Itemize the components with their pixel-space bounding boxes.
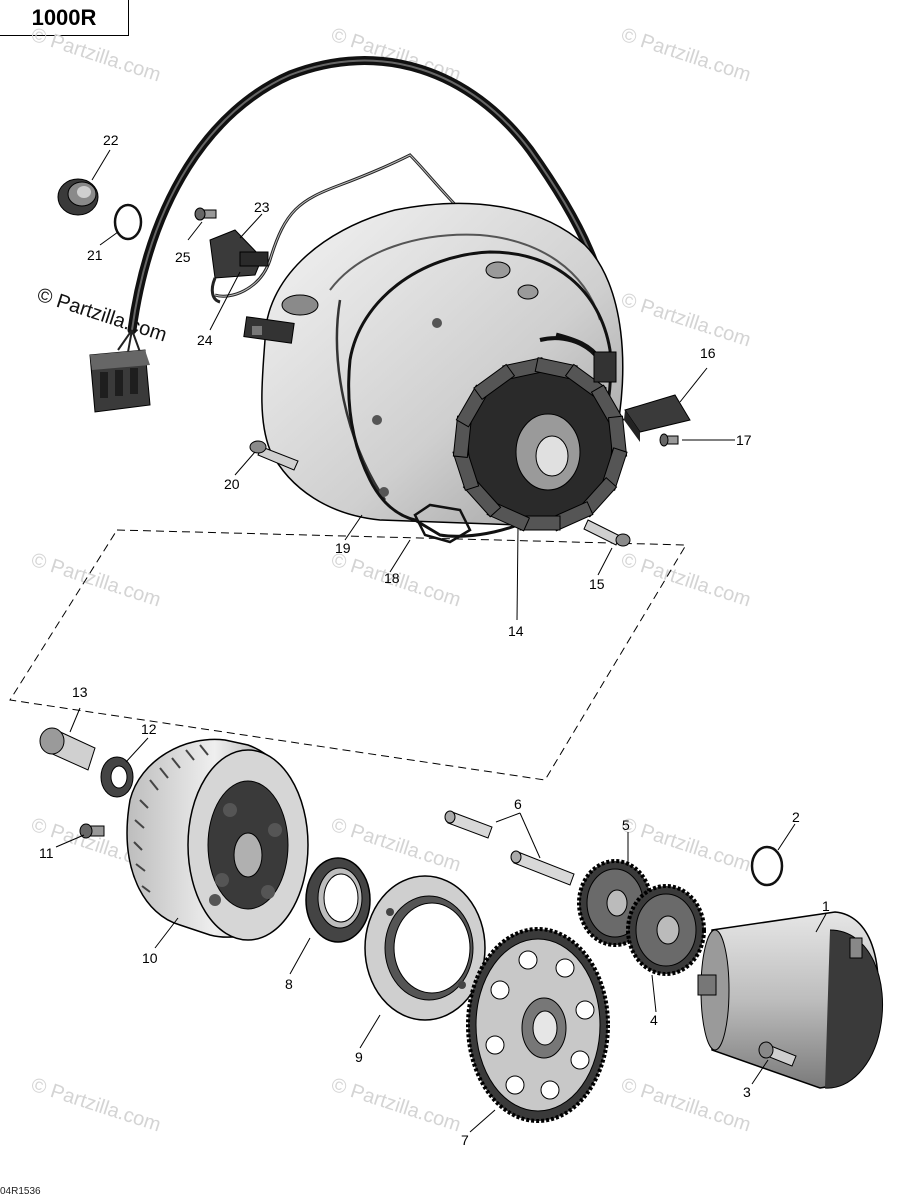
callout-8: 8: [285, 976, 293, 992]
callout-5: 5: [622, 817, 630, 833]
callout-9: 9: [355, 1049, 363, 1065]
callout-11: 11: [39, 845, 54, 861]
intermediate-gear-4: [626, 884, 706, 976]
bolt-15: [583, 519, 631, 547]
callout-22: 22: [103, 132, 119, 148]
callout-10: 10: [142, 950, 158, 966]
flywheel-bolt: [39, 727, 96, 771]
callout-19: 19: [335, 540, 351, 556]
harness-connector: [89, 349, 151, 413]
callout-3: 3: [743, 1084, 751, 1100]
bolt-20: [249, 440, 299, 471]
speed-sensor: [209, 229, 269, 304]
o-ring-21: [113, 203, 143, 241]
callout-25: 25: [175, 249, 191, 265]
flywheel-rotor: [126, 738, 309, 941]
callout-13: 13: [72, 684, 88, 700]
stator: [452, 357, 628, 532]
screw-17: [659, 433, 679, 447]
sprag-clutch-ring: [305, 857, 371, 943]
callout-4: 4: [650, 1012, 658, 1028]
callout-1: 1: [822, 898, 830, 914]
sensor-connector: [243, 316, 295, 344]
sensor-wire-highlight: [214, 154, 471, 297]
callout-20: 20: [224, 476, 240, 492]
callout-24: 24: [197, 332, 213, 348]
watermark: © Partzilla.com: [34, 284, 169, 347]
gasket-tab: [413, 503, 472, 544]
wiring-harness-highlight: [131, 59, 613, 351]
watermark: © Partzilla.com: [28, 1074, 163, 1137]
callout-7: 7: [461, 1132, 469, 1148]
callout-18: 18: [384, 570, 400, 586]
assembly-dashed-outline: [9, 529, 687, 781]
gear-pins: [444, 810, 575, 886]
figure-id: 04R1536: [0, 1186, 41, 1197]
callout-15: 15: [589, 576, 605, 592]
retaining-plate-face: [624, 410, 640, 442]
harness-lead-wires: [117, 329, 141, 353]
starter-motor: [697, 911, 884, 1089]
watermark: © Partzilla.com: [28, 549, 163, 612]
watermark: © Partzilla.com: [28, 24, 163, 87]
callout-12: 12: [141, 721, 157, 737]
watermark: © Partzilla.com: [618, 24, 753, 87]
watermark: © Partzilla.com: [618, 549, 753, 612]
watermark: © Partzilla.com: [618, 1074, 753, 1137]
stator-grommet: [593, 351, 617, 383]
callout-2: 2: [792, 809, 800, 825]
model-label: 1000R: [0, 0, 129, 36]
callout-23: 23: [254, 199, 270, 215]
watermark: © Partzilla.com: [618, 289, 753, 352]
callout-labels: 1 2 3 4 5 6 7 8 9 10 11 12 13 14 15 16 1…: [39, 132, 830, 1148]
washer-12: [100, 756, 134, 798]
bearing-plate: [364, 875, 486, 1021]
screw-25: [194, 207, 217, 221]
callout-21: 21: [87, 247, 103, 263]
screw-11: [79, 823, 105, 839]
callout-6: 6: [514, 796, 522, 812]
callout-14: 14: [508, 623, 524, 639]
callout-16: 16: [700, 345, 716, 361]
watermark: © Partzilla.com: [618, 814, 753, 877]
screw-3: [758, 1041, 797, 1067]
leader-lines: [55, 149, 827, 1133]
watermark: © Partzilla.com: [328, 1074, 463, 1137]
retaining-plate: [624, 394, 691, 433]
callout-17: 17: [736, 432, 752, 448]
starter-ring-gear: [466, 927, 610, 1123]
plug-22: [57, 178, 99, 216]
o-ring-2: [750, 845, 784, 887]
